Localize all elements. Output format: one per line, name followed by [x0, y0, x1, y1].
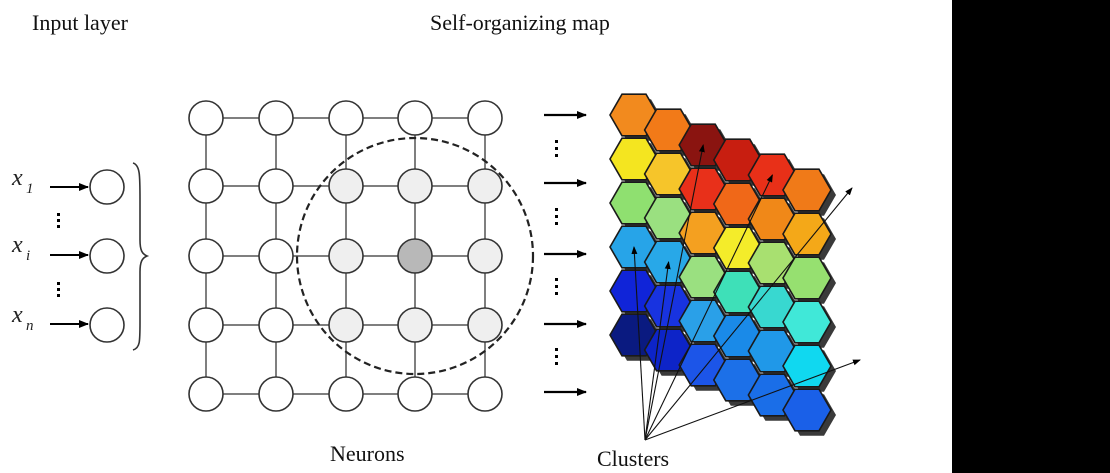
hex-cell	[747, 329, 798, 373]
cluster-pointer	[644, 187, 853, 441]
input-xn-symbol: x	[11, 302, 23, 328]
neighborhood-neuron	[328, 238, 364, 274]
neuron-node	[188, 168, 224, 204]
hex-cell	[643, 152, 694, 196]
neuron-node	[258, 100, 294, 136]
neighborhood-neuron	[397, 168, 433, 204]
neuron-node	[188, 238, 224, 274]
input-x1-subscript: 1	[26, 181, 34, 197]
hex-cell	[747, 285, 798, 329]
neuron-node	[397, 100, 433, 136]
input-brace	[132, 162, 150, 351]
neuron-node	[258, 307, 294, 343]
neighborhood-neuron	[328, 168, 364, 204]
input-node-3	[89, 307, 125, 343]
cluster-pointer	[644, 144, 705, 441]
neuron-node	[397, 376, 433, 412]
hex-cell	[609, 269, 659, 313]
hex-cell	[782, 388, 832, 432]
input-node-1	[89, 169, 125, 205]
neuron-node	[258, 168, 294, 204]
neuron-node	[467, 100, 503, 136]
hex-cell	[643, 284, 694, 328]
neuron-node	[467, 376, 503, 412]
hex-cell	[643, 196, 694, 240]
neuron-grid	[188, 100, 503, 412]
best-matching-neuron	[397, 238, 433, 274]
hex-map	[609, 93, 832, 432]
neighborhood-neuron	[397, 307, 433, 343]
hex-cell	[747, 241, 798, 285]
neuron-node	[188, 100, 224, 136]
input-x1-symbol: x	[11, 165, 23, 191]
cluster-pointer	[644, 261, 671, 441]
cluster-pointer	[644, 174, 773, 441]
hex-cell	[678, 299, 729, 343]
black-border-strip	[952, 0, 1110, 473]
input-layer-label: Input layer	[32, 10, 129, 35]
cluster-pointer	[644, 359, 861, 441]
neuron-node	[188, 376, 224, 412]
hex-cell	[678, 167, 729, 211]
hex-cell	[712, 138, 763, 182]
neighborhood-neuron	[467, 307, 503, 343]
hex-cell	[609, 93, 659, 137]
neuron-node	[328, 100, 364, 136]
hex-cell	[712, 314, 763, 358]
hex-cell	[782, 344, 832, 388]
neurons-label: Neurons	[330, 441, 405, 466]
hex-cell	[643, 108, 694, 152]
hex-cell	[609, 181, 659, 225]
input-layer: x 1 x i x n	[11, 162, 150, 351]
input-xi-symbol: x	[11, 232, 23, 258]
som-title: Self-organizing map	[430, 10, 610, 35]
hex-cell	[782, 212, 832, 256]
output-arrows	[544, 111, 587, 396]
neighborhood-circle	[295, 136, 535, 376]
input-xi-subscript: i	[26, 248, 30, 264]
clusters-label: Clusters	[597, 446, 669, 471]
hex-cell	[678, 255, 729, 299]
hex-cell	[712, 182, 763, 226]
input-ellipsis-dots	[57, 213, 60, 297]
output-ellipsis-dots	[555, 140, 558, 365]
cluster-pointer-lines	[631, 144, 861, 441]
input-node-2	[89, 238, 125, 274]
neighborhood-neuron	[328, 307, 364, 343]
hex-cell	[782, 300, 832, 344]
hex-cell	[782, 256, 832, 300]
neuron-node	[328, 376, 364, 412]
hex-cell	[747, 373, 798, 417]
neighborhood-neuron	[467, 238, 503, 274]
neuron-node	[258, 238, 294, 274]
hex-cell	[609, 313, 659, 357]
input-xn-subscript: n	[26, 318, 34, 334]
hex-cell	[747, 197, 798, 241]
hex-cell	[782, 168, 832, 212]
hex-cell	[678, 211, 729, 255]
neighborhood-neuron	[467, 168, 503, 204]
hex-cell	[609, 137, 659, 181]
hex-cell	[643, 328, 694, 372]
neuron-node	[258, 376, 294, 412]
cluster-pointer	[631, 246, 646, 441]
neuron-node	[188, 307, 224, 343]
